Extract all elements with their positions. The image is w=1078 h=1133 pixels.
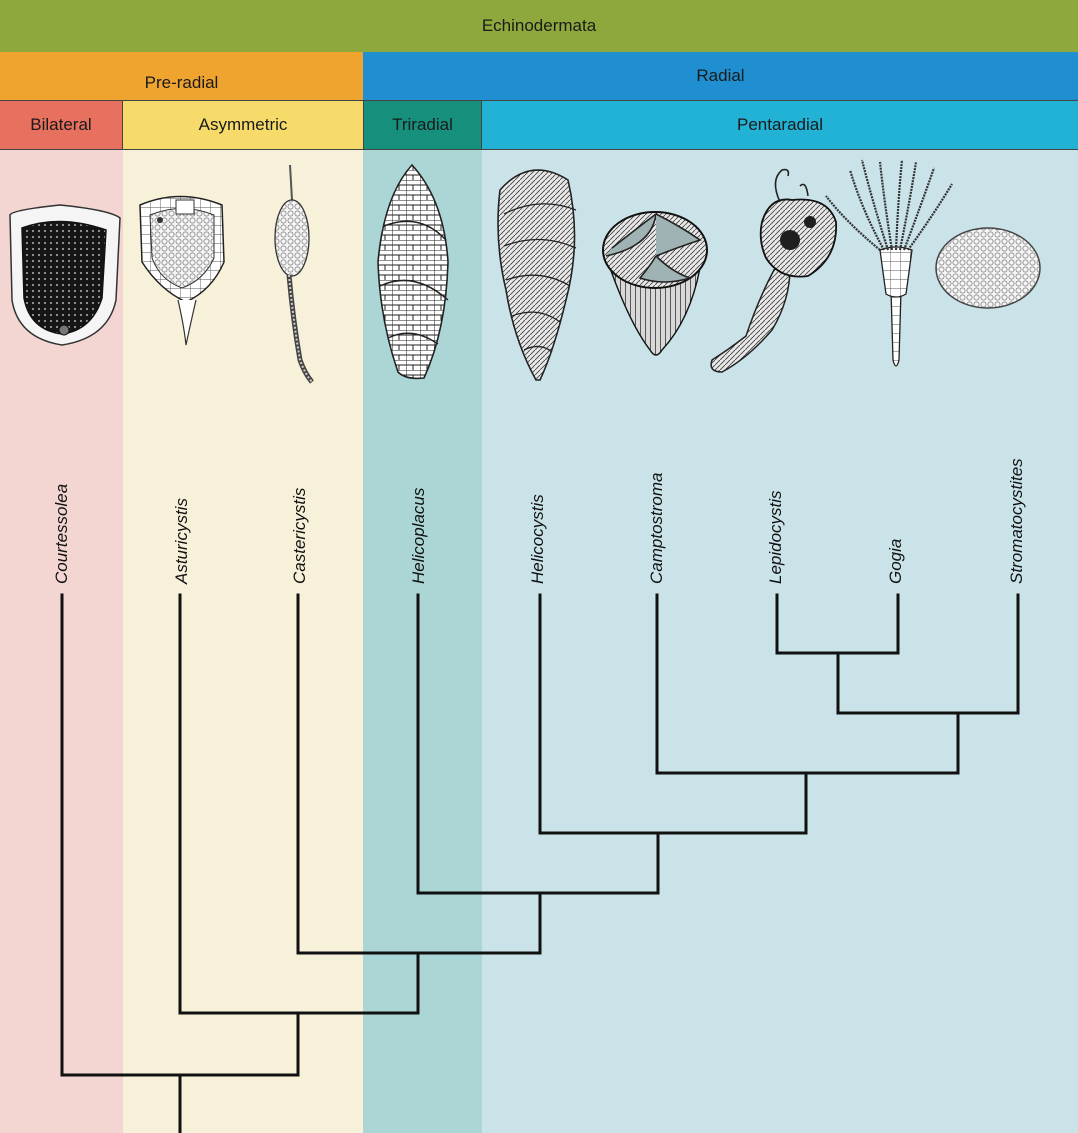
taxon-label-lepidocystis: Lepidocystis	[766, 490, 786, 584]
taxon-label-stromatocystites: Stromatocystites	[1007, 458, 1027, 584]
taxon-label-camptostroma: Camptostroma	[647, 473, 667, 584]
taxon-label-courtessolea: Courtessolea	[52, 484, 72, 584]
taxon-label-castericystis: Castericystis	[290, 488, 310, 584]
taxon-label-gogia: Gogia	[886, 539, 906, 584]
taxon-label-helicoplacus: Helicoplacus	[409, 488, 429, 584]
taxon-label-helicocystis: Helicocystis	[528, 494, 548, 584]
taxon-label-asturicystis: Asturicystis	[172, 498, 192, 584]
